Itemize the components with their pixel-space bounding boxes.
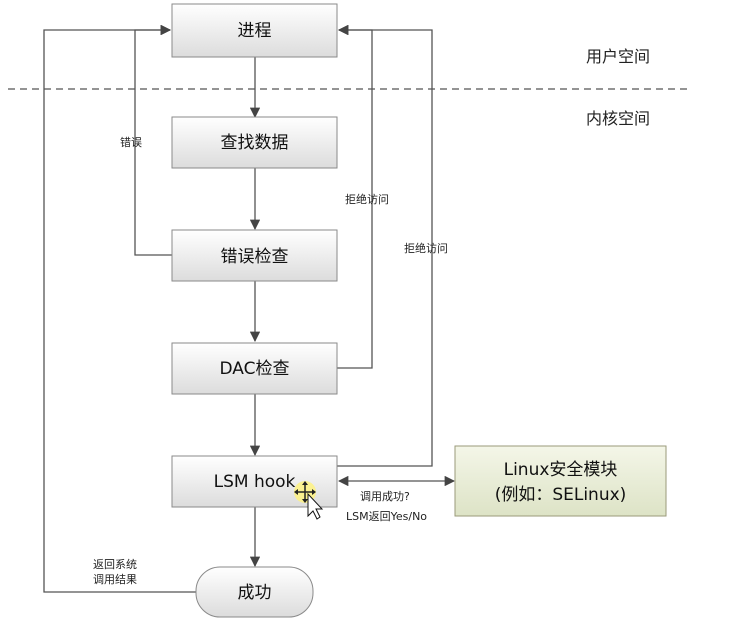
success-label: 成功 xyxy=(238,583,272,603)
error-label: 错误 xyxy=(120,135,142,149)
dac-deny-label: 拒绝访问 xyxy=(345,192,389,206)
lsm-module-line1: Linux安全模块 xyxy=(504,460,618,480)
kernel-space-label: 内核空间 xyxy=(586,109,650,128)
process-label: 进程 xyxy=(238,21,272,41)
lsm-hook-label: LSM hook xyxy=(214,472,296,492)
lsm-module-line2: (例如：SELinux) xyxy=(495,485,627,505)
user-space-label: 用户空间 xyxy=(586,47,650,66)
call-success-label: 调用成功? xyxy=(360,490,410,503)
lsm-returns-label: LSM返回Yes/No xyxy=(346,510,427,523)
move-cursor-icon xyxy=(294,481,324,520)
return-syscall-label-1: 返回系统 xyxy=(93,558,137,571)
lookup-label: 查找数据 xyxy=(221,133,289,153)
dac-check-label: DAC检查 xyxy=(220,359,290,379)
lsm-deny-label: 拒绝访问 xyxy=(404,241,448,255)
connector-return-loop xyxy=(43,24,196,593)
lookup-box: 查找数据 xyxy=(171,116,338,169)
error-check-box: 错误检查 xyxy=(171,229,338,282)
error-check-label: 错误检查 xyxy=(221,247,289,267)
return-syscall-label-2: 调用结果 xyxy=(93,573,137,586)
connector-lsm-deny xyxy=(337,24,433,467)
success-box: 成功 xyxy=(195,566,314,618)
lsm-module-box: Linux安全模块 (例如：SELinux) xyxy=(454,445,667,517)
process-box: 进程 xyxy=(171,3,338,58)
dac-check-box: DAC检查 xyxy=(171,342,338,395)
